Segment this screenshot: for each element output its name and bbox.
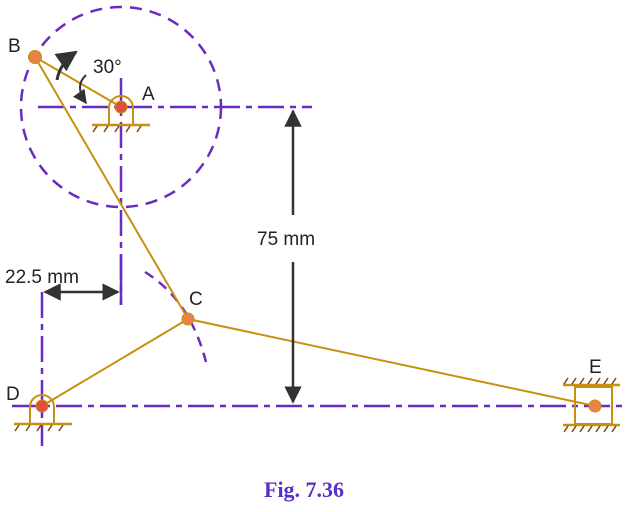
label-a: A [142,84,155,105]
label-d: D [6,384,20,405]
fixed-pivot-d [14,394,72,432]
arc-locus-c [144,270,208,363]
figure-caption: Fig. 7.36 [264,477,344,502]
rotation-arrow-icon [54,50,78,81]
fixed-pivot-a [92,95,150,133]
slider-guide-e [563,377,620,433]
label-b: B [8,36,21,57]
joint-d [35,399,49,413]
link-bc [34,56,189,320]
joint-c [181,312,195,326]
label-e: E [589,357,602,378]
link-ce [187,318,596,407]
joint-b [28,50,42,64]
angle-label: 30° [93,57,122,78]
dimension-label-75mm: 75 mm [257,229,315,250]
link-ab [34,56,122,108]
joint-a [114,100,128,114]
link-dc [41,318,189,407]
label-c: C [189,289,203,310]
dimension-label-22-5mm: 22.5 mm [5,267,79,288]
angle-arc-icon [73,74,87,105]
joint-e [588,399,602,413]
